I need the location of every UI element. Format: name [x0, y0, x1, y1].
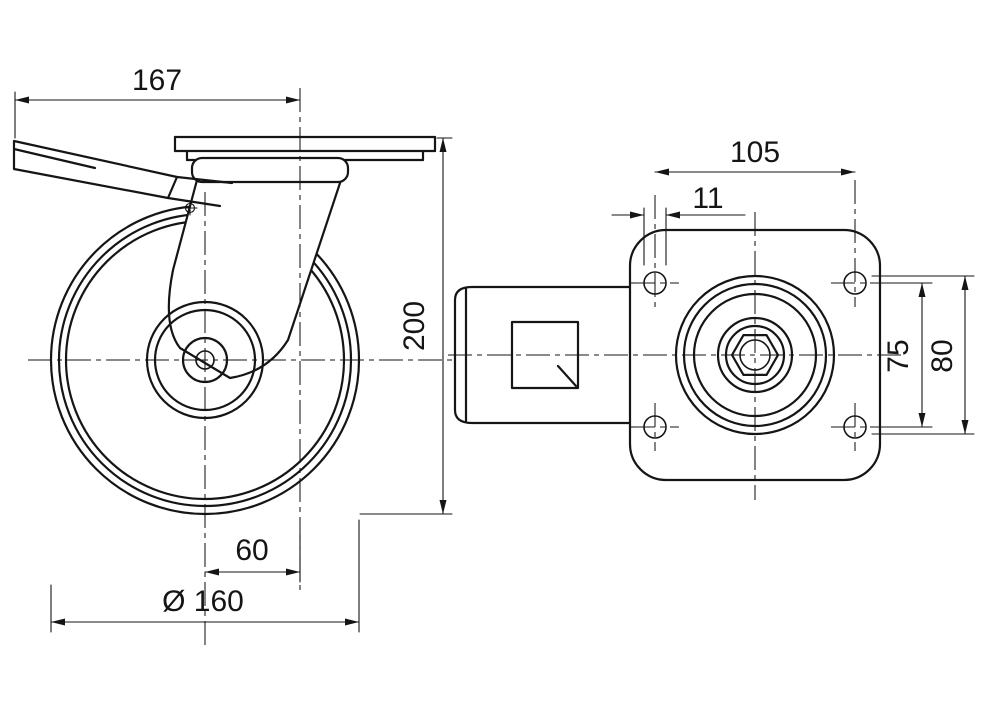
- dimension-bolt-spacing-height-max: 80: [871, 275, 975, 435]
- dim-bolt-spacing-height-max-label: 80: [926, 339, 959, 372]
- dim-wheel-diameter-label: Ø 160: [162, 585, 244, 618]
- dim-overall-height-label: 200: [398, 301, 431, 351]
- dim-swivel-offset-label: 60: [235, 534, 268, 567]
- top-view: 105 11 75 80: [448, 136, 975, 500]
- dim-bolt-hole-diameter-label: 11: [692, 182, 723, 215]
- dimension-overall-height: 200: [359, 137, 453, 515]
- top-plate: [173, 135, 437, 162]
- dimension-overall-length: 167: [14, 64, 301, 139]
- dim-bolt-spacing-height-min-label: 75: [882, 339, 915, 372]
- dimension-bolt-spacing-height-min: 75: [871, 282, 933, 428]
- top-view-centerlines: [448, 180, 902, 500]
- dimension-swivel-offset: 60: [204, 534, 301, 583]
- dimension-bolt-spacing-width: 105: [654, 136, 856, 176]
- side-view: 167 200 60 Ø 160: [12, 64, 455, 648]
- swivel-housing: [190, 156, 350, 184]
- dimension-wheel-diameter: Ø 160: [50, 519, 360, 633]
- brake-pedal: [12, 139, 234, 216]
- dim-overall-length-label: 167: [132, 64, 182, 97]
- dimension-bolt-hole-diameter: 11: [611, 182, 746, 266]
- dim-bolt-spacing-width-label: 105: [730, 136, 780, 169]
